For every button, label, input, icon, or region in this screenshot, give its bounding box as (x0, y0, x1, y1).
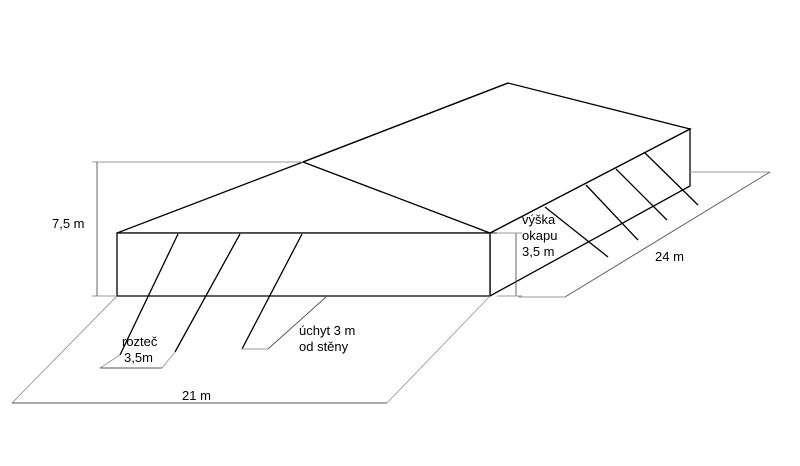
label-eave-height-1: výška (522, 212, 556, 227)
front-rope-1 (119, 233, 179, 356)
front-rope-3 (241, 233, 303, 350)
label-spacing-1: rozteč (122, 334, 158, 349)
label-width: 21 m (182, 388, 211, 403)
ridge-line (302, 82, 509, 163)
label-eave-height-3: 3,5 m (522, 244, 555, 259)
label-eave-height-2: okapu (522, 228, 557, 243)
label-total-height: 7,5 m (52, 216, 85, 231)
side-rope-2 (585, 184, 639, 241)
dimension-width (11, 295, 491, 404)
label-anchor-1: úchyt 3 m (299, 323, 355, 338)
gable-rafter (302, 161, 491, 234)
label-anchor-2: od stěny (299, 339, 349, 354)
dimension-length (518, 171, 771, 298)
front-wall (116, 232, 491, 297)
side-guy-ropes (544, 152, 699, 258)
dimension-spacing (99, 351, 176, 369)
building (116, 82, 692, 298)
side-rope-1 (544, 206, 609, 258)
label-spacing-2: 3,5m (124, 350, 153, 365)
side-rope-4 (644, 152, 699, 206)
label-length: 24 m (655, 249, 684, 264)
dimension-anchor (242, 296, 327, 350)
side-rope-3 (615, 168, 668, 221)
dimension-eave-height (497, 232, 522, 297)
front-guy-ropes (119, 233, 303, 356)
dimension-total-height (92, 161, 303, 297)
front-rope-2 (174, 233, 241, 353)
